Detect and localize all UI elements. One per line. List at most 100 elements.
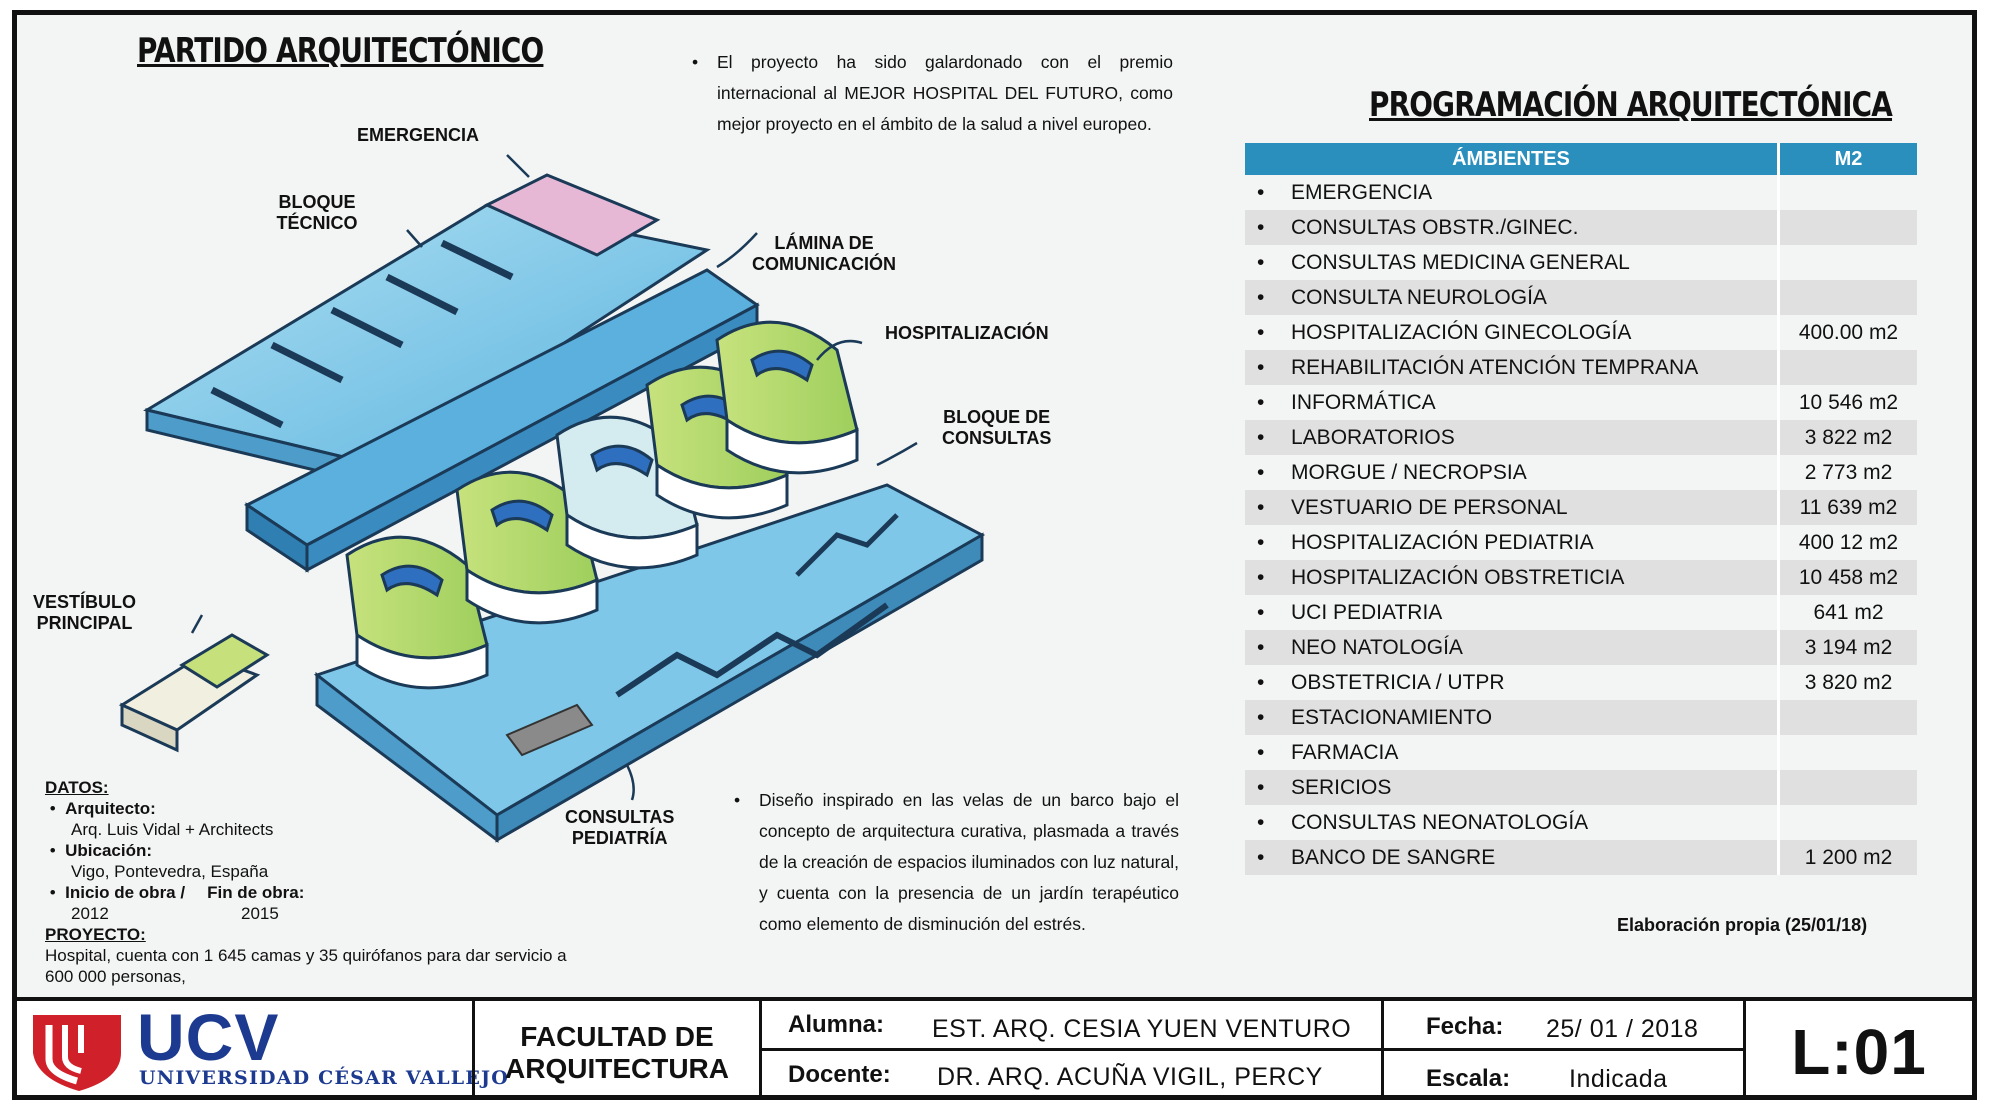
datos-obra: • Inicio de obra /Fin de obra: xyxy=(45,883,305,902)
bullet: • xyxy=(1257,565,1265,589)
arquitecto-value: Arq. Luis Vidal + Architects xyxy=(71,820,274,839)
table-cell-m2 xyxy=(1777,770,1917,805)
label-consultas-pediatria: CONSULTAS PEDIATRÍA xyxy=(565,807,674,849)
label-bloque-tecnico-line2: TÉCNICO xyxy=(276,213,358,233)
table-cell-ambiente: •SERICIOS xyxy=(1245,770,1779,805)
programacion-title: PROGRAMACIÓN ARQUITECTÓNICA xyxy=(1369,85,1893,125)
proyecto-line1: Hospital, cuenta con 1 645 camas y 35 qu… xyxy=(45,946,567,965)
award-text: El proyecto ha sido galardonado con el p… xyxy=(717,52,1173,134)
title-block: UCV UNIVERSIDAD CÉSAR VALLEJO FACULTAD D… xyxy=(17,997,1972,1095)
sheet-number: L:01 xyxy=(1791,1016,1927,1088)
table-cell-ambiente: •VESTUARIO DE PERSONAL xyxy=(1245,490,1779,525)
table-cell-m2: 641 m2 xyxy=(1777,595,1917,630)
table-row: •CONSULTA NEUROLOGÍA xyxy=(1245,280,1917,315)
docente-label: Docente: xyxy=(788,1061,891,1088)
table-cell-ambiente: •HOSPITALIZACIÓN GINECOLOGÍA xyxy=(1245,315,1779,350)
bullet: • xyxy=(1257,460,1265,484)
label-bloque-tecnico: BLOQUE TÉCNICO xyxy=(267,192,367,234)
datos-block: DATOS: • Arquitecto: Arq. Luis Vidal + A… xyxy=(45,777,705,987)
col-m2: M2 xyxy=(1777,143,1917,175)
label-bloque-consultas-line2: CONSULTAS xyxy=(942,428,1052,448)
ambiente-name: LABORATORIOS xyxy=(1291,425,1455,449)
table-cell-ambiente: •FARMACIA xyxy=(1245,735,1779,770)
ambiente-name: EMERGENCIA xyxy=(1291,180,1433,204)
bullet: • xyxy=(1257,810,1265,834)
table-cell-m2: 400.00 m2 xyxy=(1777,315,1917,350)
table-cell-m2 xyxy=(1777,700,1917,735)
table-cell-m2: 3 194 m2 xyxy=(1777,630,1917,665)
label-lamina-line2: COMUNICACIÓN xyxy=(752,254,896,274)
table-cell-m2 xyxy=(1777,175,1917,210)
faculty-cell: FACULTAD DE ARQUITECTURA xyxy=(472,1001,759,1095)
ambiente-name: HOSPITALIZACIÓN GINECOLOGÍA xyxy=(1291,320,1632,344)
table-cell-m2 xyxy=(1777,280,1917,315)
table-cell-ambiente: •NEO NATOLOGÍA xyxy=(1245,630,1779,665)
ambiente-name: FARMACIA xyxy=(1291,740,1399,764)
table-cell-m2: 1 200 m2 xyxy=(1777,840,1917,875)
ubicacion-label: Ubicación: xyxy=(65,841,153,860)
ambiente-name: UCI PEDIATRIA xyxy=(1291,600,1443,624)
table-row: •CONSULTAS MEDICINA GENERAL xyxy=(1245,245,1917,280)
table-cell-m2 xyxy=(1777,245,1917,280)
table-cell-m2: 10 458 m2 xyxy=(1777,560,1917,595)
table-row: • CONSULTAS OBSTR./GINEC. xyxy=(1245,210,1917,245)
bullet: • xyxy=(1257,215,1265,239)
drawing-sheet: PARTIDO ARQUITECTÓNICO •El proyecto ha s… xyxy=(12,10,1977,1100)
table-cell-ambiente: •CONSULTAS MEDICINA GENERAL xyxy=(1245,245,1779,280)
table-row: • HOSPITALIZACIÓN OBSTRETICIA 10 458 m2 xyxy=(1245,560,1917,595)
table-cell-ambiente: •REHABILITACIÓN ATENCIÓN TEMPRANA xyxy=(1245,350,1779,385)
table-cell-ambiente: •CONSULTA NEUROLOGÍA xyxy=(1245,280,1779,315)
alumna-value: EST. ARQ. CESIA YUEN VENTURO xyxy=(932,1015,1352,1043)
table-cell-ambiente: •OBSTETRICIA / UTPR xyxy=(1245,665,1779,700)
faculty-name: FACULTAD DE ARQUITECTURA xyxy=(475,1021,759,1085)
table-cell-m2: 11 639 m2 xyxy=(1777,490,1917,525)
table-cell-ambiente: •INFORMÁTICA xyxy=(1245,385,1779,420)
ambiente-name: MORGUE / NECROPSIA xyxy=(1291,460,1527,484)
label-lamina-line1: LÁMINA DE xyxy=(774,233,874,253)
bullet: • xyxy=(1257,705,1265,729)
table-cell-ambiente: •CONSULTAS NEONATOLOGÍA xyxy=(1245,805,1779,840)
ambiente-name: BANCO DE SANGRE xyxy=(1291,845,1496,869)
bullet: • xyxy=(1257,775,1265,799)
table-cell-ambiente: • LABORATORIOS xyxy=(1245,420,1779,455)
bullet: • xyxy=(1257,180,1265,204)
ambiente-name: HOSPITALIZACIÓN PEDIATRIA xyxy=(1291,530,1594,554)
escala-value: Indicada xyxy=(1569,1065,1668,1093)
table-cell-ambiente: • CONSULTAS OBSTR./GINEC. xyxy=(1245,210,1779,245)
hospitalization-sails xyxy=(345,320,859,690)
award-paragraph: •El proyecto ha sido galardonado con el … xyxy=(692,52,1173,134)
proyecto-line2: 600 000 personas, xyxy=(45,967,186,986)
table-cell-m2 xyxy=(1777,735,1917,770)
bullet: • xyxy=(1257,635,1265,659)
table-row: • LABORATORIOS 3 822 m2 xyxy=(1245,420,1917,455)
label-emergencia: EMERGENCIA xyxy=(357,125,480,145)
emergencia-block xyxy=(483,173,661,257)
sheet-number-cell: L:01 xyxy=(1743,1001,1972,1095)
table-cell-m2: 3 820 m2 xyxy=(1777,665,1917,700)
table-cell-m2: 400 12 m2 xyxy=(1777,525,1917,560)
label-bloque-consultas: BLOQUE DE CONSULTAS xyxy=(942,407,1051,449)
table-cell-ambiente: • MORGUE / NECROPSIA xyxy=(1245,455,1779,490)
leader-lines xyxy=(190,154,918,801)
design-text: Diseño inspirado en las velas de un barc… xyxy=(759,790,1179,934)
ambiente-name: CONSULTAS OBSTR./GINEC. xyxy=(1291,215,1579,239)
ucv-logo-text: UCV xyxy=(137,1000,280,1074)
fecha-label: Fecha: xyxy=(1426,1013,1504,1040)
fin-value: 2015 xyxy=(241,904,279,923)
table-cell-ambiente: • EMERGENCIA xyxy=(1245,175,1779,210)
table-cell-m2: 3 822 m2 xyxy=(1777,420,1917,455)
table-cell-m2 xyxy=(1777,210,1917,245)
arquitecto-label: Arquitecto: xyxy=(65,799,156,818)
table-cell-m2: 2 773 m2 xyxy=(1777,455,1917,490)
bullet: • xyxy=(1257,425,1265,449)
ambiente-name: CONSULTAS MEDICINA GENERAL xyxy=(1291,250,1630,274)
ambiente-name: OBSTETRICIA / UTPR xyxy=(1291,670,1505,694)
col-ambientes: ÁMBIENTES xyxy=(1245,143,1779,175)
ambiente-name: HOSPITALIZACIÓN OBSTRETICIA xyxy=(1291,565,1625,589)
datos-arquitecto: • Arquitecto: xyxy=(45,799,156,818)
inicio-label: Inicio de obra / xyxy=(65,883,186,902)
ambiente-name: INFORMÁTICA xyxy=(1291,390,1436,414)
